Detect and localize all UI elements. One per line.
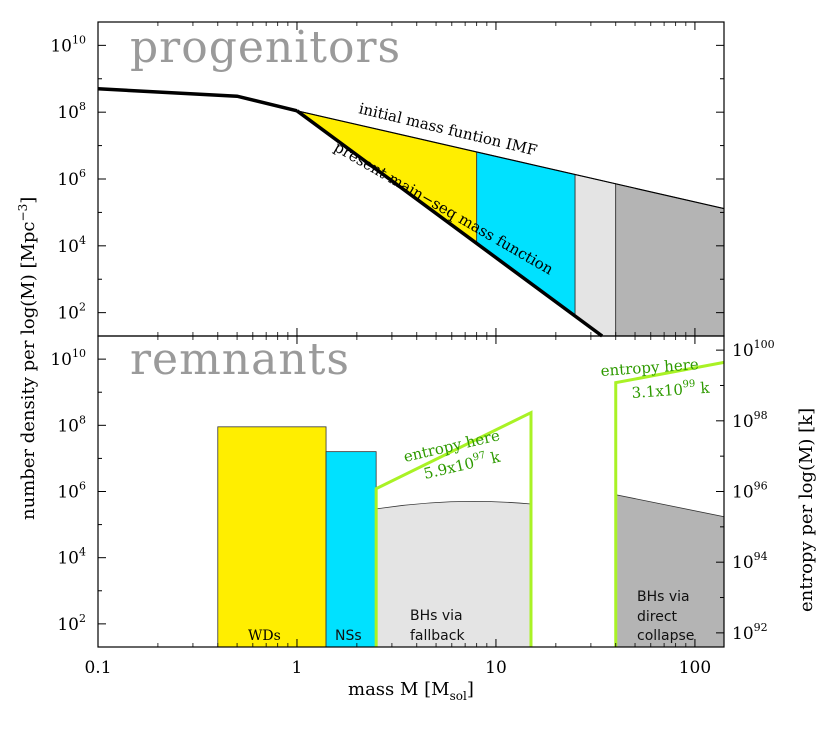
y-tick-exponent: 2 [79, 301, 86, 314]
x-tick-label: 10 [485, 658, 507, 678]
y-tick-exponent: 4 [79, 234, 86, 247]
entropy-line-fallback [374, 410, 533, 647]
y-tick-label: 1010 [50, 347, 86, 370]
bh-direct-label-line3: collapse [637, 628, 694, 644]
y2-tick-exponent: 100 [754, 338, 775, 351]
y2-tick-label: 1092 [732, 621, 768, 644]
top-band-2 [574, 173, 617, 337]
entropy-1-exponent: 97 [472, 450, 487, 464]
y-tick-label: 102 [57, 301, 86, 324]
y-tick-label: 102 [57, 612, 86, 635]
y-tick-label: 108 [57, 100, 86, 123]
x-tick-label: 1 [292, 658, 303, 678]
y-tick-exponent: 8 [79, 413, 86, 426]
y-tick-label: 106 [57, 167, 86, 190]
x-axis-label: mass M [Msol] [348, 679, 474, 703]
entropy-2-mantissa: 3.1x10 [631, 380, 684, 402]
bar-0 [217, 426, 327, 648]
y-tick-exponent: 4 [79, 546, 86, 559]
top-panel-lines [97, 87, 725, 338]
y-tick-base: 10 [57, 615, 79, 635]
y2-tick-base: 10 [732, 341, 754, 361]
y2-tick-exponent: 98 [754, 409, 768, 422]
y-tick-base: 10 [57, 304, 79, 324]
y-tick-exponent: 6 [79, 480, 86, 493]
top-band-3 [615, 183, 725, 337]
entropy-1-unit: k [484, 448, 502, 469]
entropy-line-direct [614, 360, 725, 647]
x-label-subscript: sol [450, 689, 467, 703]
y2-tick-exponent: 94 [754, 550, 768, 563]
entropy-label-2-top: entropy here [600, 355, 699, 380]
y-tick-base: 10 [57, 416, 79, 436]
wds-label: WDs [248, 628, 281, 644]
y-tick-exponent: 8 [79, 100, 86, 113]
y-tick-base: 10 [57, 103, 79, 123]
y2-tick-base: 10 [732, 483, 754, 503]
bottom-panel-title: remnants [130, 334, 350, 385]
imf-line-high-mass [296, 110, 725, 210]
y-tick-label: 104 [57, 546, 86, 569]
top-panel-title: progenitors [130, 22, 401, 73]
entropy-2-exponent: 99 [682, 379, 695, 391]
bh-direct-label-line1: BHs via [637, 589, 690, 605]
y2-tick-exponent: 96 [754, 480, 768, 493]
y-tick-base: 10 [50, 36, 72, 56]
y-tick-label: 106 [57, 480, 86, 503]
y-tick-exponent: 2 [79, 612, 86, 625]
bh-direct-label-line2: direct [637, 609, 678, 625]
y-tick-exponent: 10 [72, 347, 86, 360]
y-label-main: number density per log(M) [Mpc [18, 221, 39, 520]
y-tick-label: 108 [57, 413, 86, 436]
y-label-end: ] [18, 197, 39, 204]
y-tick-base: 10 [57, 549, 79, 569]
x-tick-label: 100 [679, 658, 711, 678]
y-tick-base: 10 [57, 483, 79, 503]
x-label-main: mass M [M [348, 679, 450, 700]
y2-tick-base: 10 [732, 553, 754, 573]
y-tick-label: 1010 [50, 33, 86, 56]
y2-axis-label: entropy per log(M) [k] [796, 408, 817, 612]
bar-2 [375, 501, 532, 648]
y2-tick-base: 10 [732, 412, 754, 432]
present-mf-line [295, 109, 604, 338]
y2-tick-base: 10 [732, 624, 754, 644]
entropy-label-2-bottom: 3.1x1099 k [631, 378, 711, 402]
y-axis-label: number density per log(M) [Mpc−3] [16, 197, 39, 520]
y-tick-base: 10 [57, 237, 79, 257]
bar-1 [325, 451, 377, 648]
y-tick-base: 10 [50, 350, 72, 370]
bh-fallback-label-line2: fallback [410, 628, 465, 644]
y2-tick-label: 1096 [732, 480, 768, 503]
y-tick-exponent: 10 [72, 33, 86, 46]
x-tick-label: 0.1 [84, 658, 111, 678]
y-tick-base: 10 [57, 170, 79, 190]
y2-tick-exponent: 92 [754, 621, 768, 634]
y-tick-label: 104 [57, 234, 86, 257]
y2-tick-label: 1094 [732, 550, 768, 573]
y-label-superscript: −3 [16, 204, 30, 222]
entropy-2-unit: k [695, 379, 711, 398]
y-tick-exponent: 6 [79, 167, 86, 180]
bh-fallback-label-line1: BHs via [410, 608, 463, 624]
y2-tick-label: 10100 [732, 338, 775, 361]
y2-tick-label: 1098 [732, 409, 768, 432]
imf-line-low-mass [97, 87, 298, 113]
entropy-lines [374, 360, 725, 647]
nss-label: NSs [335, 628, 362, 644]
x-label-end: ] [467, 679, 474, 700]
